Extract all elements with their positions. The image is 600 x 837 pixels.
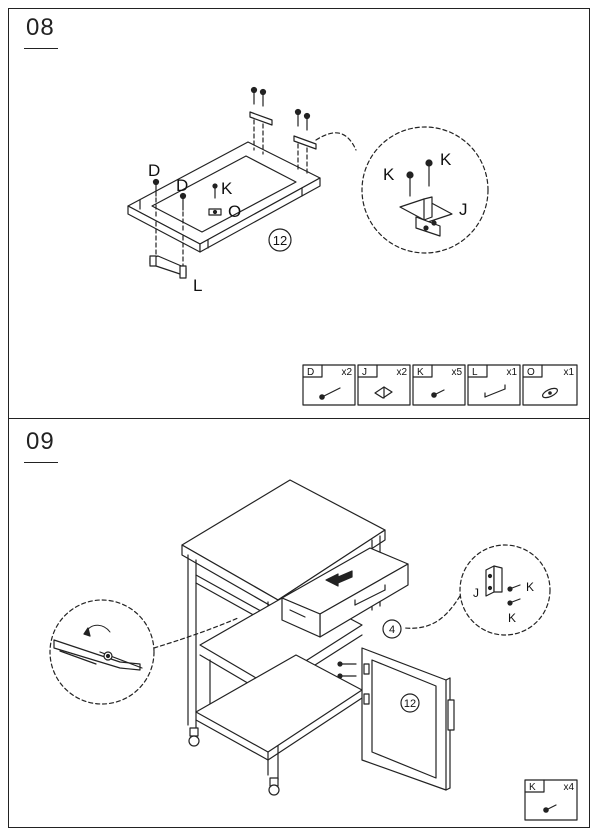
hinge-right-top [293, 108, 317, 175]
handle-l-drawing [149, 221, 187, 279]
kitchen-cart-drawing [181, 479, 386, 796]
detail-connector-09 [404, 595, 461, 629]
part-cell-j: J x2 [357, 364, 411, 406]
svg-text:x2: x2 [396, 367, 407, 378]
door-panel-drawing [127, 141, 321, 253]
screw-d-left [152, 178, 160, 219]
hinge-j-detail [399, 159, 453, 237]
hinge-j-detail-09 [485, 565, 521, 606]
hinge-detail-bubble [361, 126, 489, 254]
push-arrow-icon [325, 570, 353, 587]
callout-d-left: D [148, 161, 160, 180]
detail-connector-08 [315, 132, 357, 151]
cabinet-door-drawing [337, 647, 455, 791]
step-09-underline [24, 462, 58, 463]
svg-text:L: L [472, 367, 478, 378]
step-08-number: 08 [26, 14, 55, 41]
step-divider [8, 418, 590, 419]
detail-09-callout-k-2: K [508, 611, 516, 625]
svg-text:x2: x2 [341, 367, 352, 378]
svg-text:12: 12 [273, 233, 287, 248]
short-screw-icon [431, 389, 445, 398]
detail-callout-j: J [459, 200, 468, 219]
slide-detail-bubble [49, 599, 155, 705]
svg-text:K: K [417, 367, 424, 378]
part-12-door-badge: 12 [400, 693, 420, 713]
callout-k-main: K [221, 179, 233, 198]
screw-d-right [179, 192, 187, 233]
detail-connector-slide [153, 617, 239, 649]
detail-09-callout-j: J [473, 586, 479, 600]
long-screw-icon [319, 387, 341, 400]
part-cell-k: K x5 [412, 364, 466, 406]
part-12-badge: 12 [268, 228, 292, 252]
part-cell-o: O x1 [522, 364, 578, 406]
short-screw-icon [543, 804, 557, 813]
svg-text:x5: x5 [451, 367, 462, 378]
parts-legend-09: K x4 [524, 779, 578, 821]
svg-text:O: O [527, 367, 535, 378]
svg-text:x4: x4 [563, 782, 574, 793]
step-08-underline [24, 48, 58, 49]
svg-text:12: 12 [404, 698, 416, 710]
svg-text:x1: x1 [563, 367, 574, 378]
drawer-slide-detail [53, 624, 143, 671]
part-cell-k-09: K x4 [524, 779, 578, 821]
step-09-number: 09 [26, 428, 55, 455]
detail-callout-k-2: K [440, 150, 452, 169]
handle-icon [484, 384, 506, 398]
callout-d-right: D [176, 176, 188, 195]
detail-09-callout-k-1: K [526, 580, 534, 594]
part-cell-d: D x2 [302, 364, 356, 406]
svg-text:4: 4 [389, 624, 395, 636]
hinge-left-top [249, 86, 273, 155]
hinge-detail-bubble-09 [459, 544, 551, 636]
parts-legend-08: D x2 J x2 K x5 [302, 364, 578, 406]
part-cell-l: L x1 [467, 364, 521, 406]
svg-text:D: D [307, 367, 314, 378]
screw-k-catch [208, 183, 222, 216]
drawer-drawing [281, 547, 409, 638]
callout-l: L [193, 276, 202, 295]
callout-o: O [228, 202, 241, 221]
svg-text:K: K [529, 782, 536, 793]
magnet-catch-icon [542, 387, 558, 399]
svg-text:x1: x1 [506, 367, 517, 378]
part-4-badge: 4 [382, 619, 402, 639]
hinge-icon [374, 386, 393, 399]
detail-callout-k-1: K [383, 165, 395, 184]
svg-text:J: J [362, 367, 367, 378]
